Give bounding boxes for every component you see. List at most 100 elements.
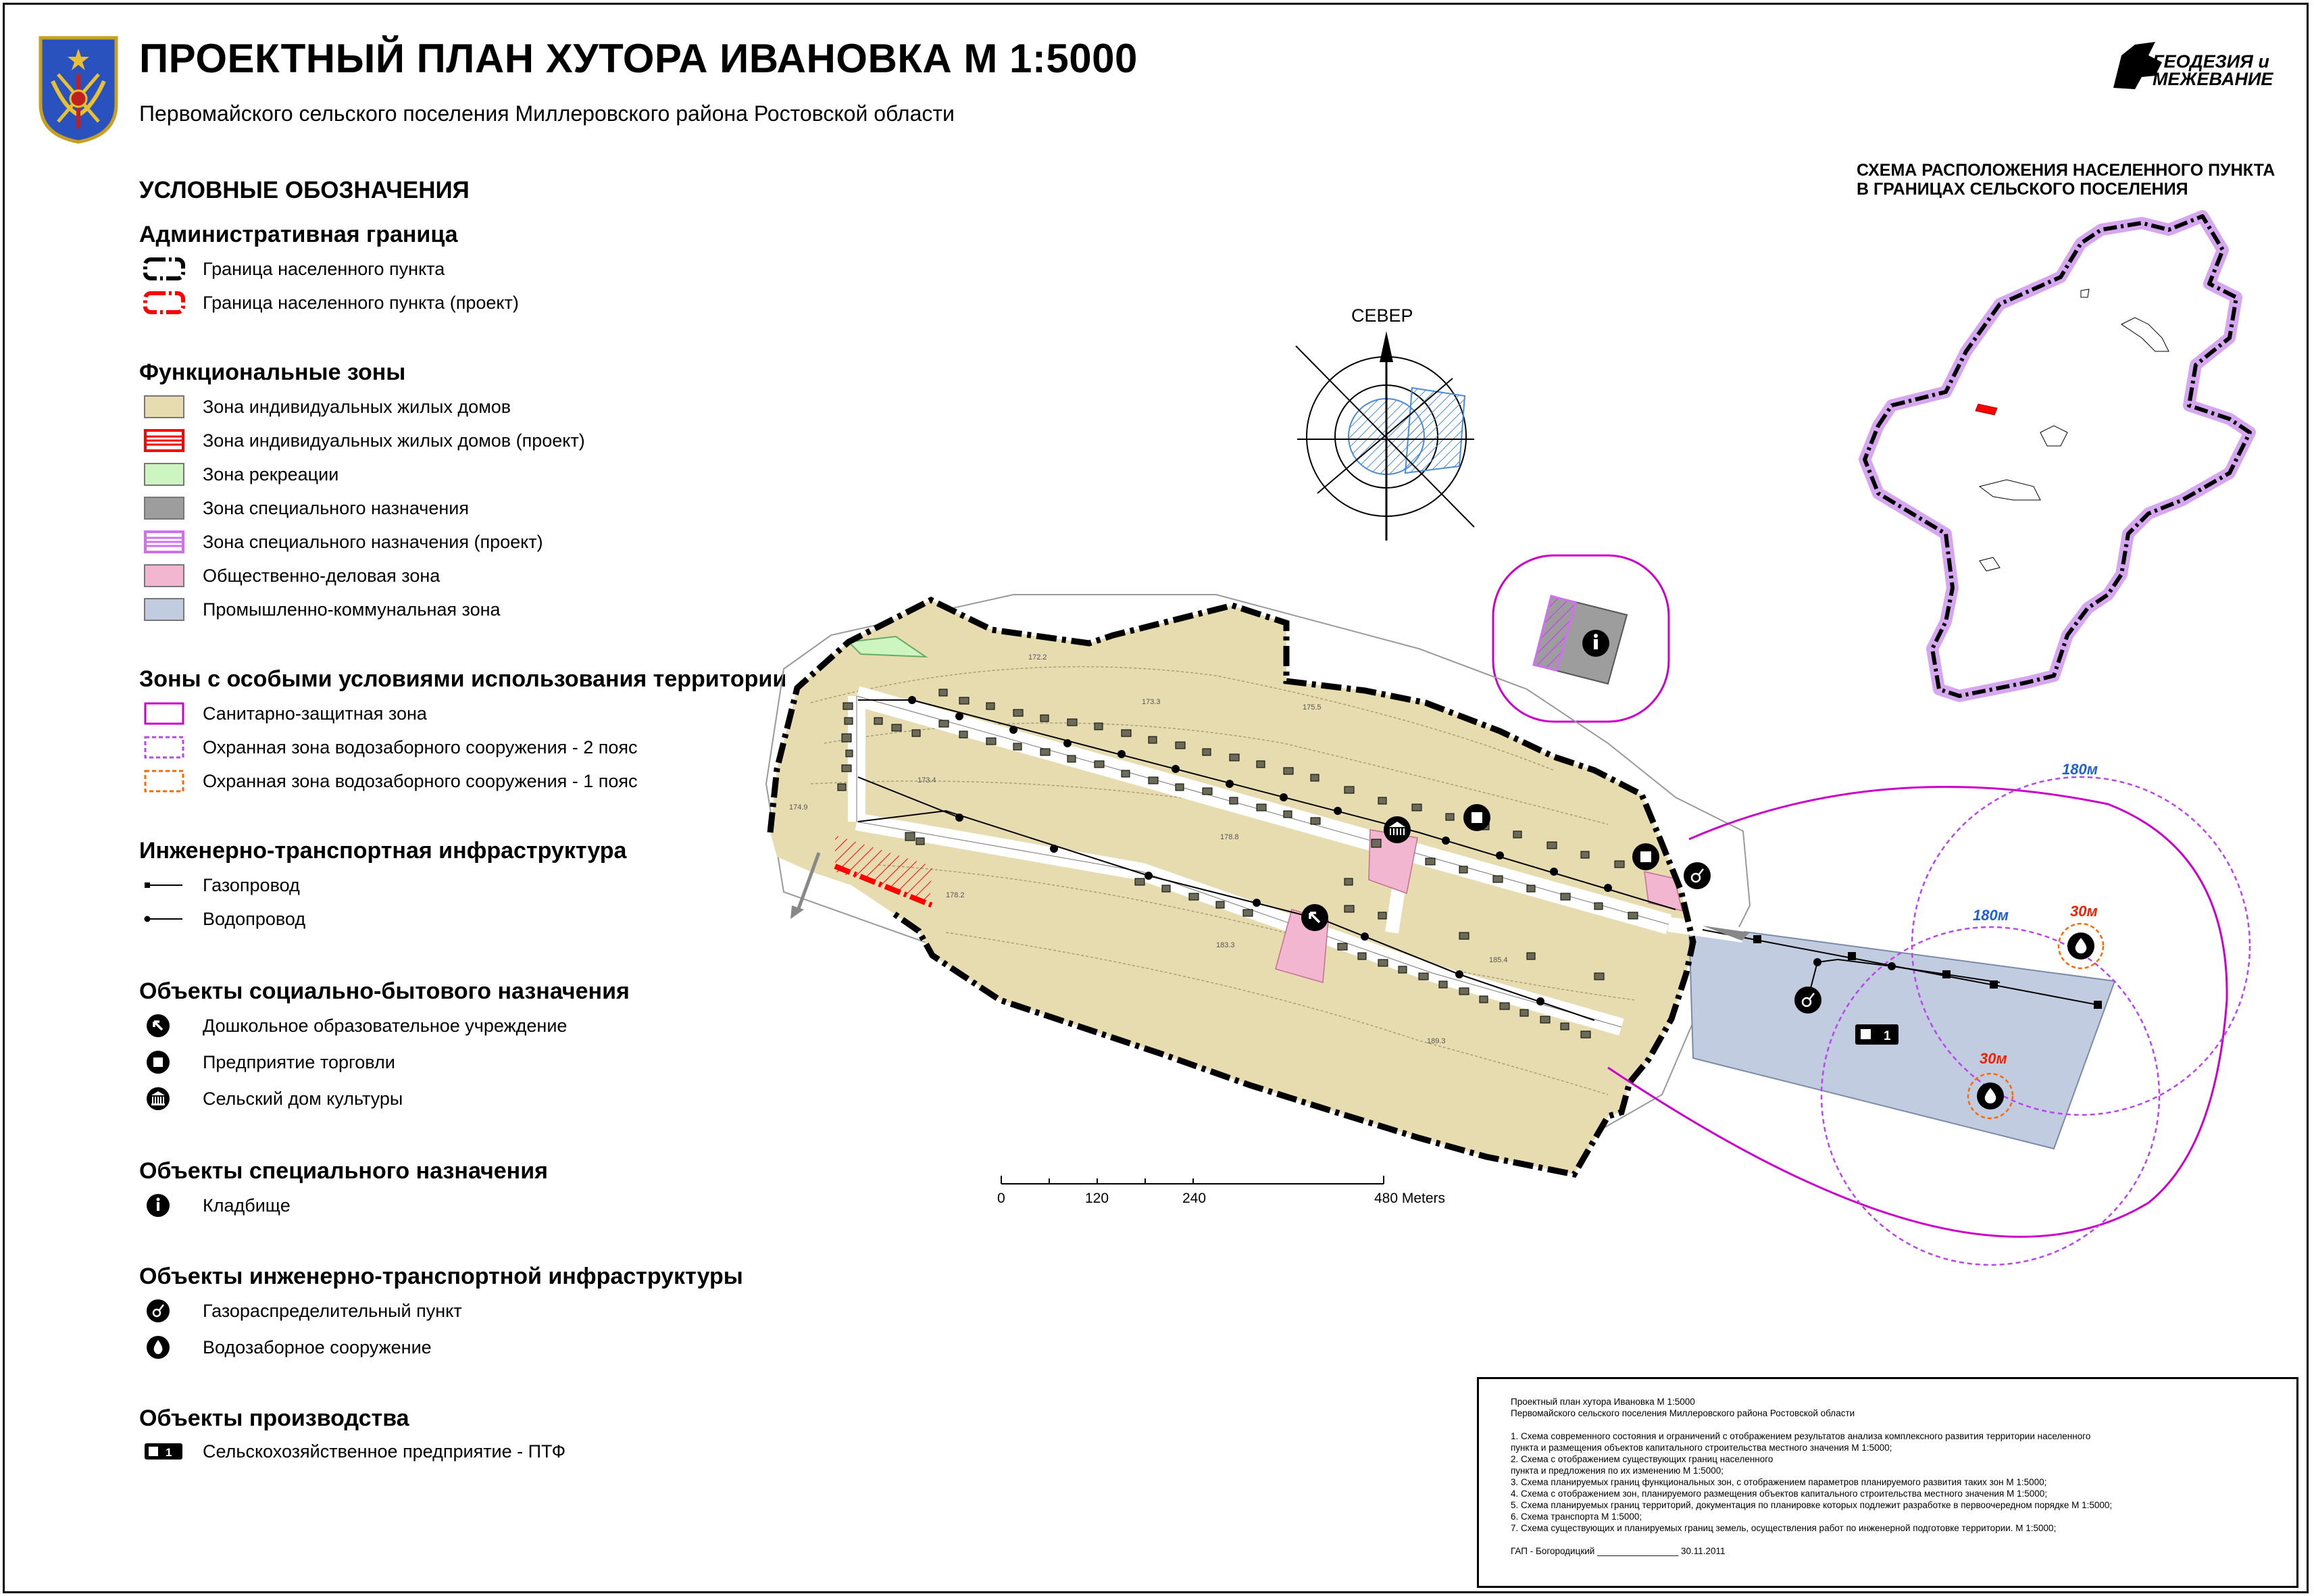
zone-label-30-top: 30м: [2070, 903, 2098, 920]
map-subtitle: Первомайского сельского поселения Миллер…: [139, 101, 955, 126]
legend-title: УСЛОВНЫЕ ОБОЗНАЧЕНИЯ: [139, 177, 470, 203]
industrial-zone: [1688, 923, 2116, 1150]
title-block-line: 7. Схема существующих и планируемых гран…: [1511, 1523, 2057, 1533]
recreation-zone: [847, 635, 928, 658]
elevation-label: 173.3: [1142, 698, 1161, 706]
legend-group-special-objects: Объекты специального назначения: [139, 1158, 548, 1184]
elevation-label: 178.2: [946, 891, 965, 899]
title-block-line: 2. Схема с отображением существующих гра…: [1511, 1454, 1774, 1464]
legend-item-cemetery: Кладбище: [143, 1192, 291, 1219]
title-block-line: [1511, 1419, 2112, 1430]
map-title: ПРОЕКТНЫЙ ПЛАН ХУТОРА ИВАНОВКА М 1:5000: [139, 36, 1138, 81]
page-frame: [3, 3, 2309, 1593]
elevation-label: 178.8: [1220, 833, 1239, 841]
legend-item-water-zone-2: Охранная зона водозаборного сооружения -…: [143, 734, 638, 761]
north-arrow: [1295, 331, 1475, 541]
elevation-label: 175.5: [1303, 703, 1322, 712]
sanitary-symbol: [144, 702, 184, 725]
legend-item-recreation: Зона рекреации: [143, 461, 338, 488]
title-block-line: ГАП - Богородицкий ________________ 30.1…: [1511, 1546, 1726, 1556]
scale-label: 480 Meters: [1374, 1191, 1446, 1206]
scale-bar: [1001, 1176, 1384, 1184]
coat-of-arms-emblem: [39, 36, 118, 144]
kindergarten-map-icon: [1301, 904, 1328, 931]
legend-item-gas-point: Газораспределительный пункт: [143, 1297, 462, 1324]
buildings: [837, 689, 1638, 1039]
inset-title-line-1: СХЕМА РАСПОЛОЖЕНИЯ НАСЕЛЕННОГО ПУНКТА: [1857, 161, 2275, 180]
title-block-line: 1. Схема современного состояния и ограни…: [1511, 1431, 2091, 1441]
title-block: [1477, 1377, 2298, 1588]
legend-group-infrastructure: Инженерно-транспортная инфраструктура: [139, 838, 627, 864]
water-protection-zones: [1820, 776, 2251, 1266]
elevation-label: 174.9: [789, 803, 808, 812]
title-block-text: Проектный план хутора Ивановка М 1:5000 …: [1511, 1396, 2112, 1557]
water-intake-map-icon-1: [2067, 932, 2094, 959]
poultry-farm-map-icon: 1: [1855, 1024, 1898, 1045]
title-block-line: пункта и предложения по их изменению М 1…: [1511, 1466, 1724, 1476]
gas-point-icon: [147, 1299, 170, 1322]
scale-label: 240: [1182, 1191, 1207, 1206]
poultry-farm-icon: 1: [145, 1443, 182, 1460]
residential-project-swatch: [144, 429, 184, 452]
legend-item-water-pipe: Водопровод: [143, 905, 305, 932]
legend-item-kindergarten: Дошкольное образовательное учреждение: [143, 1012, 567, 1039]
inset-title: СХЕМА РАСПОЛОЖЕНИЯ НАСЕЛЕННОГО ПУНКТА В …: [1857, 161, 2275, 199]
title-block-line: пункта и размещения объектов капитальног…: [1511, 1443, 1892, 1453]
culture-house-icon: [147, 1087, 170, 1110]
title-block-line: 6. Схема транспорта М 1:5000;: [1511, 1512, 1642, 1522]
title-block-line: 3. Схема планируемых границ функциональн…: [1511, 1477, 2047, 1487]
scale-label: 120: [1085, 1191, 1109, 1206]
elevation-label: 172.2: [1028, 653, 1047, 662]
farm-sanitary-zone: [1607, 786, 2228, 1238]
boundary-symbol: [143, 257, 185, 280]
shop-map-icon-1: [1463, 804, 1490, 831]
public-swatch: [144, 564, 184, 587]
water-intake-map-icon-2: [1977, 1082, 2004, 1109]
legend-item-boundary: Граница населенного пункта: [143, 255, 445, 282]
elevation-label: 185.4: [1489, 956, 1508, 964]
water-zone-2-symbol: [144, 736, 184, 759]
title-block-line: 5. Схема планируемых границ территорий, …: [1511, 1500, 2113, 1510]
boundary-project-symbol: [143, 291, 185, 314]
farm-number-label: 1: [1884, 1029, 1891, 1043]
zone-label-30-bottom: 30м: [1980, 1050, 2007, 1067]
elevation-label: 183.3: [1216, 941, 1235, 949]
legend-group-production: Объекты производства: [139, 1405, 409, 1431]
legend-group-engineering-objects: Объекты инженерно-транспортной инфрастру…: [139, 1264, 743, 1289]
gas-point-map-icon-2: [1794, 987, 1821, 1014]
legend-item-shop: Предприятие торговли: [143, 1049, 395, 1076]
culture-house-map-icon: [1384, 816, 1411, 843]
elevation-label: 189.3: [1427, 1037, 1446, 1045]
kindergarten-icon: [147, 1014, 170, 1037]
legend-group-admin: Административная граница: [139, 222, 458, 247]
legend-item-special: Зона специального назначения: [143, 495, 469, 522]
zone-label-180-top: 180м: [2062, 761, 2098, 778]
title-block-line: 4. Схема с отображением зон, планируемог…: [1511, 1489, 2048, 1499]
residential-swatch: [144, 395, 184, 418]
legend-item-gas-pipe: Газопровод: [143, 872, 300, 899]
legend-item-poultry-farm: 1 Сельскохозяйственное предприятие - ПТФ: [143, 1438, 565, 1465]
legend-item-water-intake: Водозаборное сооружение: [143, 1334, 432, 1361]
special-project-swatch: [144, 530, 184, 553]
legend-item-industrial: Промышленно-коммунальная зона: [143, 596, 501, 623]
logo-line-1: ГЕОДЕЗИЯ и: [2153, 51, 2269, 72]
gas-point-map-icon-1: [1684, 862, 1711, 889]
project-residential-zone: [835, 835, 932, 901]
special-swatch: [144, 497, 184, 520]
logo-line-2: МЕЖЕВАНИЕ: [2153, 69, 2273, 89]
legend-group-social: Объекты социально-бытового назначения: [139, 978, 630, 1004]
zone-label-180-mid: 180м: [1973, 907, 2009, 924]
industrial-swatch: [144, 598, 184, 621]
legend-group-restrictions: Зоны с особыми условиями использования т…: [139, 666, 787, 692]
cemetery-map-icon: [1582, 630, 1609, 657]
gas-pipeline: [1702, 929, 2102, 1009]
legend-item-culture-house: Сельский дом культуры: [143, 1085, 403, 1112]
legend-item-special-project: Зона специального назначения (проект): [143, 528, 543, 555]
water-intake-icon: [147, 1336, 170, 1359]
title-block-line: [1511, 1534, 2112, 1545]
legend-item-public: Общественно-деловая зона: [143, 562, 440, 589]
village-boundary: [767, 596, 1696, 1178]
svg-text:1: 1: [166, 1446, 172, 1459]
cemetery-area: [1492, 554, 1670, 723]
